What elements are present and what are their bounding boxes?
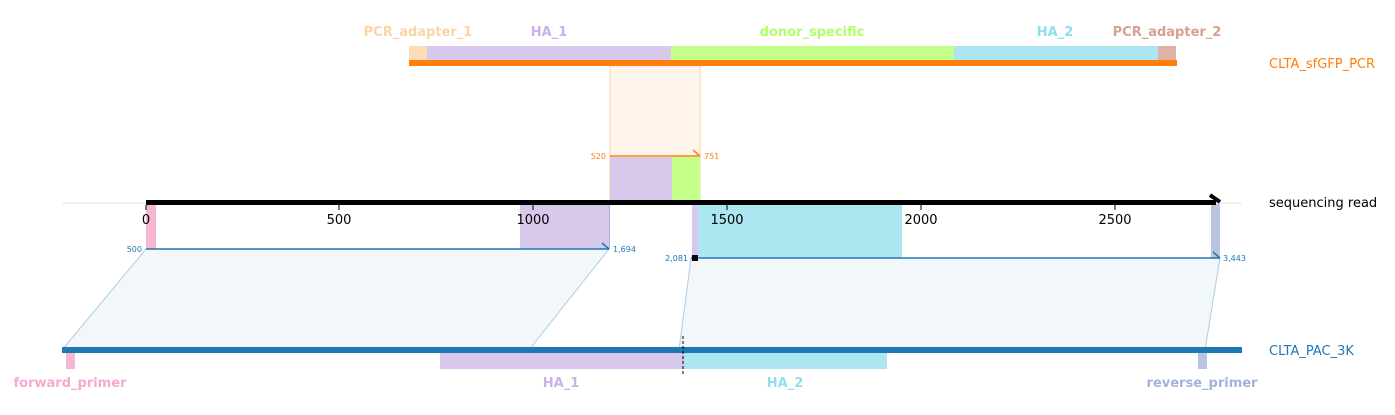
axis-tick-label-500: 500 — [327, 213, 352, 228]
target-feature-ha-2 — [684, 353, 887, 369]
read-alignment-1-edge-left — [61, 248, 147, 351]
axis-tick-label-1000: 1000 — [516, 213, 549, 228]
pcr-track: PCR_adapter_1 HA_1 donor_specific HA_2 P… — [364, 25, 1375, 72]
target-feature-label-reverse-primer: reverse_primer — [1147, 376, 1259, 391]
pcr-feature-pcr-adapter-2 — [1158, 46, 1176, 60]
target-track: forward_primer HA_1 HA_2 reverse_primer … — [14, 336, 1354, 391]
pcr-feature-label-pcr-adapter-2: PCR_adapter_2 — [1113, 25, 1222, 40]
target-feature-label-ha-2: HA_2 — [767, 376, 804, 391]
read-feature-ha-2 — [698, 204, 902, 258]
pcr-feature-ha-1 — [427, 46, 671, 60]
read-alignment-1-start-label: 500 — [127, 245, 142, 254]
read-alignment-2-start-label: 2,081 — [665, 254, 688, 263]
target-feature-label-forward-primer: forward_primer — [14, 376, 128, 391]
target-track-name: CLTA_PAC_3K — [1269, 344, 1354, 359]
axis-tick-label-1500: 1500 — [710, 213, 743, 228]
read-alignment-2-edge-right — [1204, 257, 1221, 351]
read-alignment-shade-1 — [62, 249, 609, 350]
axis-tick-label-0: 0 — [142, 213, 150, 228]
read-feature-reverse-primer — [1211, 204, 1220, 258]
pcr-feature-ha-2 — [954, 46, 1158, 60]
read-direction-arrow — [1208, 193, 1222, 204]
pcr-alignment-end-label: 751 — [704, 152, 719, 161]
read-pcr-map-donor — [672, 157, 700, 202]
read-alignment-1-end-label: 1,694 — [613, 245, 636, 254]
target-feature-ha-1 — [440, 353, 684, 369]
read-alignment-1-edge-right — [528, 248, 610, 351]
target-feature-forward-primer — [66, 353, 75, 369]
pcr-feature-donor-specific — [671, 46, 954, 60]
target-feature-reverse-primer — [1198, 353, 1207, 369]
read-feature-ha-1 — [520, 204, 610, 249]
pcr-feature-label-ha-1: HA_1 — [531, 25, 568, 40]
read-feature-ha-1-edge — [609, 204, 610, 249]
pcr-alignment-shade — [610, 66, 700, 156]
axis-tick-label-2000: 2000 — [904, 213, 937, 228]
read-alignment-2-arrowhead — [1212, 251, 1221, 259]
read-alignment-shade-2 — [679, 258, 1220, 350]
read-alignment-marker-1: 500 1,694 — [127, 242, 636, 254]
read-track: 0 500 1000 1500 2000 2500 sequencing rea… — [62, 157, 1377, 258]
pcr-feature-label-ha-2: HA_2 — [1037, 25, 1074, 40]
read-track-name: sequencing read — [1269, 196, 1377, 211]
pcr-feature-label-donor-specific: donor_specific — [760, 25, 865, 40]
axis-tick-label-2500: 2500 — [1098, 213, 1131, 228]
pcr-alignment-arrowhead — [692, 149, 701, 157]
read-alignment-marker-2: 2,081 3,443 — [665, 251, 1246, 263]
pcr-feature-label-pcr-adapter-1: PCR_adapter_1 — [364, 25, 473, 40]
read-alignment-2-edge-left — [678, 257, 692, 351]
pcr-track-name: CLTA_sfGFP_PCR — [1269, 57, 1375, 72]
pcr-alignment-marker: 520 751 — [591, 149, 719, 161]
read-track-bar — [146, 200, 1216, 205]
pcr-alignment-start-label: 520 — [591, 152, 606, 161]
read-feature-ha-2-start — [692, 204, 698, 258]
read-axis: 0 500 1000 1500 2000 2500 — [142, 205, 1132, 228]
read-alignment-2-start-mark — [692, 255, 698, 261]
pcr-feature-pcr-adapter-1 — [409, 46, 427, 60]
read-pcr-map-ha-1 — [610, 157, 672, 202]
read-alignment-2-end-label: 3,443 — [1223, 254, 1246, 263]
read-alignment-1-arrowhead — [601, 242, 610, 250]
read-feature-forward-primer — [146, 204, 156, 249]
target-track-bar — [62, 347, 1242, 353]
target-feature-label-ha-1: HA_1 — [543, 376, 580, 391]
pcr-track-bar — [409, 60, 1177, 66]
